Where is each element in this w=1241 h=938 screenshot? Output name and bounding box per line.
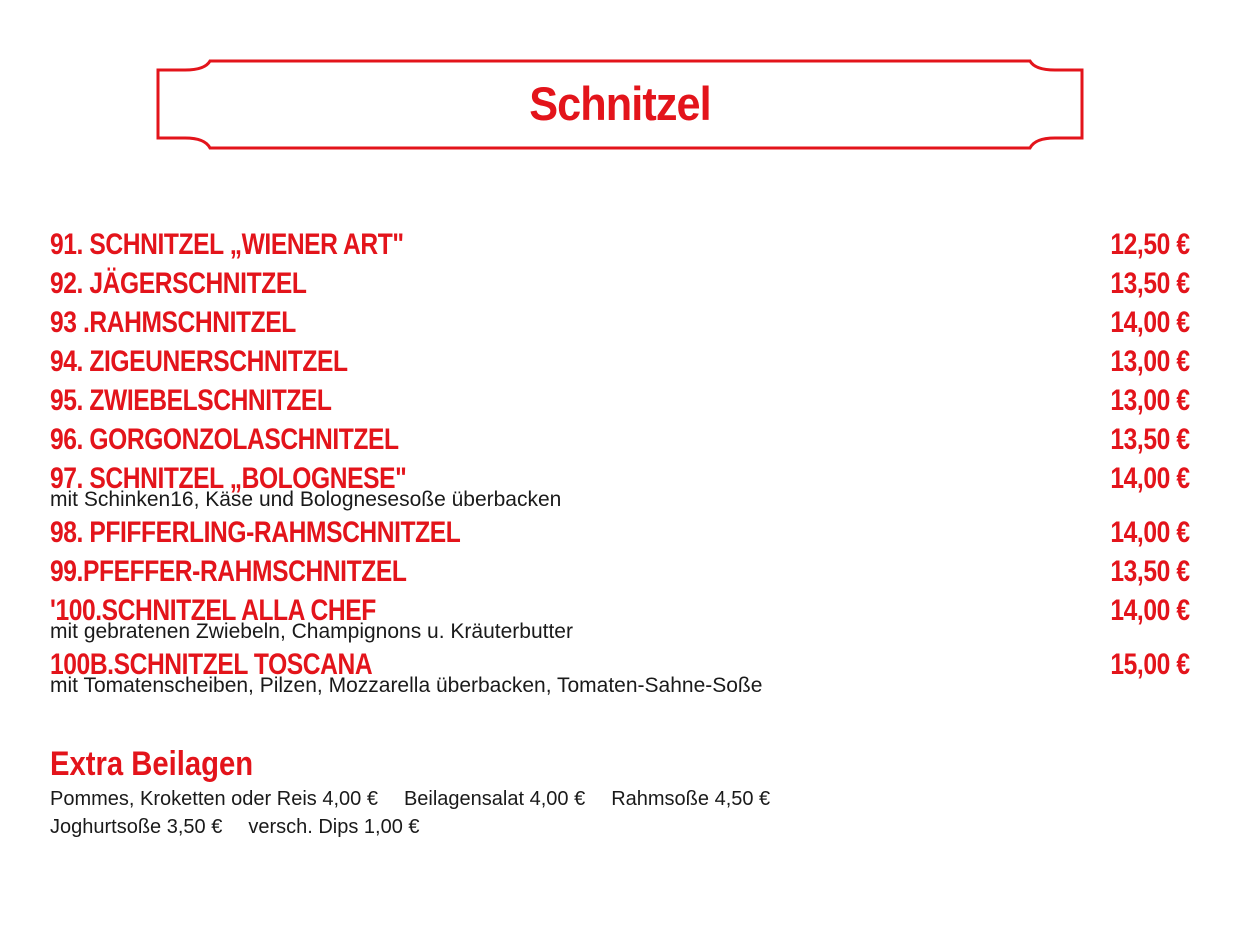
menu-item: '100.SCHNITZEL ALLA CHEF 14,00 € mit geb… [50,594,1190,642]
menu-item: 96. GORGONZOLASCHNITZEL 13,50 € [50,423,1190,457]
menu-item-price: 13,00 € [1110,345,1191,378]
menu-item-price: 13,50 € [1110,555,1191,588]
menu-item-name: 97. SCHNITZEL „BOLOGNESE" [50,462,407,495]
menu-item-name: 99.PFEFFER-RAHMSCHNITZEL [50,555,407,588]
menu-item-price: 14,00 € [1110,462,1191,495]
menu-item: 97. SCHNITZEL „BOLOGNESE" 14,00 € mit Sc… [50,462,1190,510]
menu-item: 99.PFEFFER-RAHMSCHNITZEL 13,50 € [50,555,1190,589]
title-banner: Schnitzel [155,58,1085,152]
extra-item: Pommes, Kroketten oder Reis 4,00 € [50,788,378,810]
menu-item-name: 98. PFIFFERLING-RAHMSCHNITZEL [50,516,461,549]
menu-item-name: 93 .RAHMSCHNITZEL [50,306,296,339]
extras-section: Extra Beilagen Pommes, Kroketten oder Re… [50,743,1190,841]
extras-title: Extra Beilagen [50,745,254,783]
menu-item-name: 91. SCHNITZEL „WIENER ART" [50,228,404,261]
extras-line-2: Joghurtsoße 3,50 € versch. Dips 1,00 € [50,813,1190,841]
menu-item-name: 96. GORGONZOLASCHNITZEL [50,423,399,456]
extra-item: versch. Dips 1,00 € [248,816,420,838]
banner-frame [156,59,1084,150]
menu-item: 95. ZWIEBELSCHNITZEL 13,00 € [50,384,1190,418]
menu-item-price: 13,50 € [1110,267,1191,300]
menu-item-price: 15,00 € [1110,648,1191,681]
menu-item-description: mit Schinken16, Käse und Bolognesesoße ü… [50,488,562,511]
menu-list: 91. SCHNITZEL „WIENER ART" 12,50 € 92. J… [50,228,1190,702]
menu-item: 98. PFIFFERLING-RAHMSCHNITZEL 14,00 € [50,516,1190,550]
menu-item: 92. JÄGERSCHNITZEL 13,50 € [50,267,1190,301]
menu-item-price: 13,00 € [1110,384,1191,417]
page-title: Schnitzel [529,77,711,130]
menu-item-price: 12,50 € [1110,228,1191,261]
menu-item-name: 95. ZWIEBELSCHNITZEL [50,384,332,417]
menu-item: 93 .RAHMSCHNITZEL 14,00 € [50,306,1190,340]
menu-item-price: 14,00 € [1110,594,1191,627]
extra-item: Joghurtsoße 3,50 € [50,816,223,838]
menu-item-price: 13,50 € [1110,423,1191,456]
menu-item-description: mit Tomatenscheiben, Pilzen, Mozzarella … [50,674,763,697]
menu-item-name: 92. JÄGERSCHNITZEL [50,267,307,300]
menu-item-price: 14,00 € [1110,516,1191,549]
menu-item-name: '100.SCHNITZEL ALLA CHEF [50,594,376,627]
menu-item: 94. ZIGEUNERSCHNITZEL 13,00 € [50,345,1190,379]
menu-item-price: 14,00 € [1110,306,1191,339]
menu-item-name: 100B.SCHNITZEL TOSCANA [50,648,373,681]
menu-item-name: 94. ZIGEUNERSCHNITZEL [50,345,348,378]
extras-line-1: Pommes, Kroketten oder Reis 4,00 € Beilag… [50,785,1190,813]
menu-item: 91. SCHNITZEL „WIENER ART" 12,50 € [50,228,1190,262]
extra-item: Rahmsoße 4,50 € [611,788,771,810]
menu-item: 100B.SCHNITZEL TOSCANA 15,00 € mit Tomat… [50,648,1190,696]
extra-item: Beilagensalat 4,00 € [403,788,586,810]
menu-item-description: mit gebratenen Zwiebeln, Champignons u. … [50,620,573,643]
